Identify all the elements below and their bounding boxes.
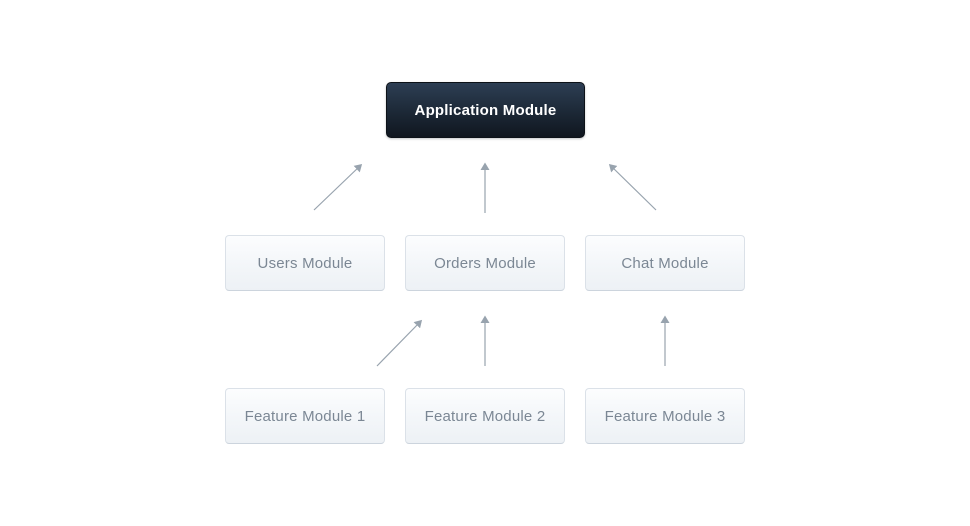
edge-users-to-app-arrow [313,163,363,211]
node-feature-module-2: Feature Module 2 [405,388,565,444]
node-feature-module-1-label: Feature Module 1 [244,407,366,425]
node-users-module-label: Users Module [257,254,353,272]
node-orders-module-label: Orders Module [434,254,536,272]
node-chat-module-label: Chat Module [621,254,709,272]
edge-feature1-to-orders-arrow [376,319,423,367]
node-orders-module: Orders Module [405,235,565,291]
node-users-module: Users Module [225,235,385,291]
node-feature-module-1: Feature Module 1 [225,388,385,444]
node-application-module: Application Module [386,82,585,138]
node-feature-module-2-label: Feature Module 2 [424,407,546,425]
node-chat-module: Chat Module [585,235,745,291]
node-feature-module-3-label: Feature Module 3 [604,407,726,425]
node-application-module-label: Application Module [414,101,557,119]
edge-chat-to-app-arrow [608,163,657,211]
node-feature-module-3: Feature Module 3 [585,388,745,444]
